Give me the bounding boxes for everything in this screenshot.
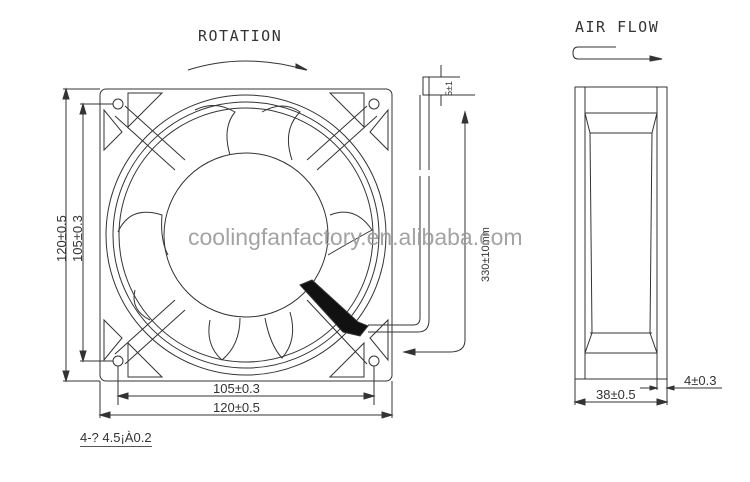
airflow-label: AIR FLOW [575,18,660,36]
lead-wire [368,65,475,356]
outer-height-dimension: 120±0.5 [54,215,69,262]
depth-dimension: 38±0.5 [596,387,636,402]
fan-front-view [99,88,393,382]
airflow-arrow-icon [572,46,663,62]
hole-width-dimension: 105±0.3 [213,381,260,396]
flange-dimension: 4±0.3 [684,373,717,388]
outer-width-dimension: 120±0.5 [213,400,260,415]
rotation-label: ROTATION [198,27,283,45]
fan-side-view [573,86,722,406]
strip-length-dimension: 5±1 [444,81,454,96]
rotation-arrow-icon [187,60,308,71]
hole-height-dimension: 105±0.3 [70,215,85,262]
watermark: coolingfanfactory.en.alibaba.com [188,224,523,250]
mounting-hole-note: 4-? 4.5¡À0.2 [80,430,152,447]
front-dimension-lines [62,87,394,419]
